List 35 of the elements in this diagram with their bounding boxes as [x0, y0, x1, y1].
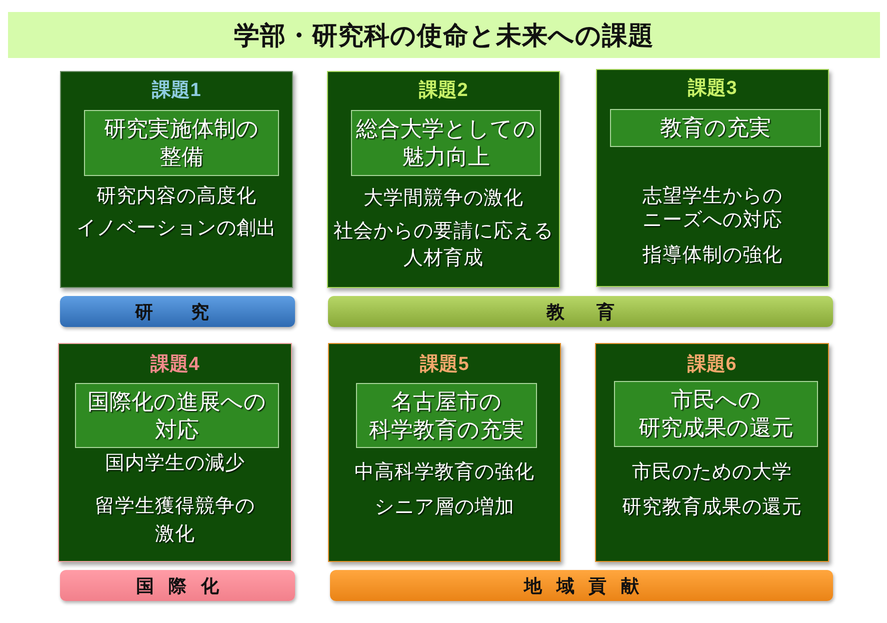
task-panel — [327, 71, 560, 288]
panel-heading: 課題5 — [420, 354, 469, 375]
category-bar: 教育 — [328, 296, 833, 327]
body-text: 研究内容の高度化 — [96, 184, 258, 209]
body-text: 指導体制の強化 — [642, 243, 784, 267]
theme-box: 名古屋市の科学教育の充実 — [356, 383, 537, 448]
panel-heading: 課題2 — [419, 80, 468, 101]
body-text: 志望学生からのニーズへの対応 — [642, 184, 784, 232]
body-text: シニア層の増加 — [374, 495, 516, 520]
theme-box: 教育の充実 — [610, 109, 821, 147]
theme-box: 研究実施体制の整備 — [84, 110, 279, 176]
body-text: イノベーションの創出 — [76, 216, 278, 241]
body-text: 国内学生の減少 — [104, 451, 246, 476]
body-text: 留学生獲得競争の激化 — [94, 494, 256, 547]
theme-box: 市民への研究成果の還元 — [614, 381, 818, 447]
task-panel — [328, 343, 561, 562]
panel-heading: 課題1 — [152, 80, 201, 101]
panel-heading: 課題3 — [688, 78, 737, 99]
category-bar: 研究 — [60, 296, 295, 327]
panel-heading: 課題6 — [688, 354, 736, 375]
task-panel — [58, 343, 292, 562]
body-text: 市民のための大学 — [631, 460, 793, 485]
task-panel — [60, 71, 293, 288]
panel-heading: 課題4 — [150, 354, 200, 375]
theme-box: 国際化の進展への対応 — [75, 383, 279, 448]
task-panel — [596, 69, 829, 287]
task-panel — [595, 343, 829, 562]
category-bar: 国際化 — [60, 570, 295, 601]
body-text: 中高科学教育の強化 — [354, 460, 536, 485]
body-text: 研究教育成果の還元 — [621, 495, 803, 520]
theme-box: 総合大学としての魅力向上 — [351, 110, 541, 176]
body-text: 社会からの要請に応える人材育成 — [332, 219, 554, 271]
body-text: 大学間競争の激化 — [362, 186, 524, 211]
category-bar: 地域貢献 — [330, 570, 833, 601]
title-banner: 学部・研究科の使命と未来への課題 — [8, 12, 880, 58]
